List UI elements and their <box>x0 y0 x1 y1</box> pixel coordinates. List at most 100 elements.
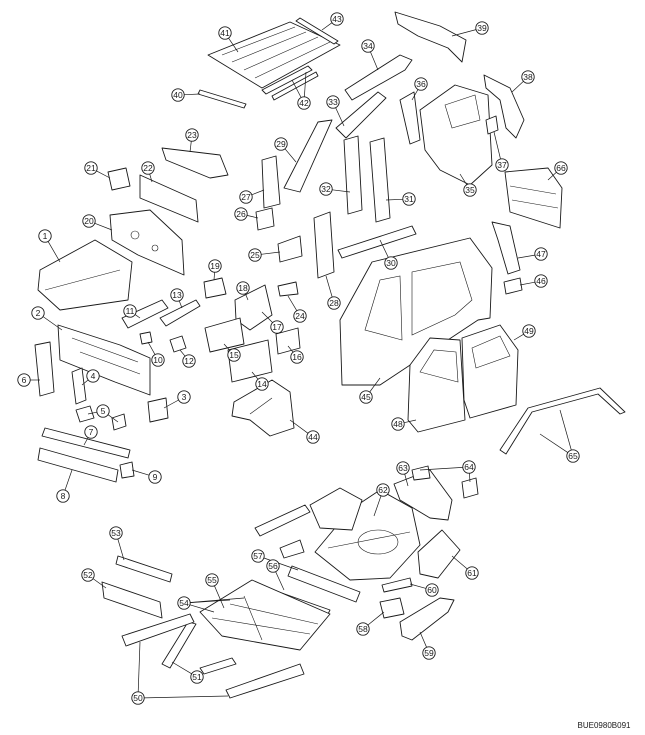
callout-label-32: 32 <box>321 184 331 194</box>
callout-circle-10 <box>151 353 165 367</box>
callout-label-57: 57 <box>253 551 263 561</box>
callout-40: 40 <box>171 88 185 102</box>
leader-line-66 <box>547 171 557 181</box>
part-quarter-bracket <box>503 277 523 295</box>
part-rear-seat-crossmember-bracket <box>279 539 305 559</box>
part-strut-tower <box>234 284 273 331</box>
callout-circle-6 <box>17 373 31 387</box>
callout-64: 64 <box>462 460 476 474</box>
part-front-fender <box>231 379 295 437</box>
part-side-member-bracket <box>275 327 301 355</box>
leader-line-62 <box>373 495 382 517</box>
callout-circle-19 <box>208 259 222 273</box>
callout-label-60: 60 <box>427 585 437 595</box>
leader-line-2 <box>42 316 63 331</box>
callout-label-36: 36 <box>416 79 426 89</box>
part-floor-crossmember-small <box>381 577 413 593</box>
callout-label-38: 38 <box>523 72 533 82</box>
callout-label-7: 7 <box>89 427 94 437</box>
part-center-pillar-outer <box>369 137 391 223</box>
callout-circle-61 <box>465 566 479 580</box>
leader-line-23 <box>189 141 192 153</box>
callout-label-9: 9 <box>153 472 158 482</box>
leader-line-28 <box>325 275 333 298</box>
leader-line-14 <box>251 371 259 380</box>
callout-1: 1 <box>38 229 52 243</box>
callout-label-27: 27 <box>241 192 251 202</box>
callout-label-48: 48 <box>393 419 403 429</box>
part-front-floor-side-member-upper <box>115 555 173 583</box>
callout-circle-63 <box>396 461 410 475</box>
leader-line-24 <box>287 295 298 311</box>
leader-line-17 <box>261 311 273 323</box>
callout-circle-46 <box>534 274 548 288</box>
leader-line-4 <box>81 379 89 386</box>
callout-label-62: 62 <box>378 485 388 495</box>
callout-30: 30 <box>384 256 398 270</box>
callout-circle-17 <box>270 320 284 334</box>
callout-circle-8 <box>56 489 70 503</box>
callout-label-59: 59 <box>424 648 434 658</box>
leader-line-30 <box>379 239 389 258</box>
leader-line-20 <box>94 222 113 231</box>
callout-label-11: 11 <box>126 306 135 316</box>
callout-circle-7 <box>84 425 98 439</box>
part-rear-header <box>394 11 467 63</box>
callout-66: 66 <box>554 161 568 175</box>
callout-circle-56 <box>266 559 280 573</box>
callout-label-29: 29 <box>276 139 286 149</box>
callout-circle-51 <box>190 670 204 684</box>
callout-8: 8 <box>56 489 70 503</box>
part-small-plate <box>277 281 299 297</box>
callout-circle-59 <box>422 646 436 660</box>
callout-circle-24 <box>293 309 307 323</box>
callout-circle-13 <box>170 288 184 302</box>
callout-circle-25 <box>248 248 262 262</box>
part-front-crossmember-lower <box>37 447 119 483</box>
callout-label-45: 45 <box>361 392 371 402</box>
callout-circle-36 <box>414 77 428 91</box>
leader-line-42 <box>291 79 302 98</box>
callout-circle-47 <box>534 247 548 261</box>
callout-label-49: 49 <box>524 326 534 336</box>
part-strut-tower-bracket <box>203 277 227 299</box>
callout-circle-5 <box>96 404 110 418</box>
callout-label-12: 12 <box>184 356 194 366</box>
leader-line-32 <box>332 189 351 193</box>
callout-label-63: 63 <box>398 463 408 473</box>
leader-line-42 <box>304 71 307 97</box>
leader-line-26 <box>246 215 259 219</box>
callout-circle-23 <box>185 128 199 142</box>
callout-7: 7 <box>84 425 98 439</box>
callout-53: 53 <box>109 526 123 540</box>
part-front-crossmember-upper <box>41 427 131 459</box>
callout-label-2: 2 <box>36 308 41 318</box>
part-apron-bracket <box>139 331 153 345</box>
part-front-door <box>407 337 466 433</box>
leader-line-37 <box>493 131 501 160</box>
part-front-floor-side-member-lower <box>101 581 163 619</box>
callout-45: 45 <box>359 390 373 404</box>
callout-35: 35 <box>463 183 477 197</box>
callout-48: 48 <box>391 417 405 431</box>
part-floor-tunnel-reinforcement <box>161 621 197 669</box>
leader-line-7 <box>83 437 89 446</box>
callout-circle-21 <box>84 161 98 175</box>
leader-line-35 <box>459 173 467 185</box>
part-tailgate-panel <box>504 167 563 229</box>
callout-label-39: 39 <box>477 23 487 33</box>
callout-label-17: 17 <box>272 322 282 332</box>
callout-circle-28 <box>327 296 341 310</box>
callout-37: 37 <box>495 158 509 172</box>
leader-line-63 <box>404 473 409 487</box>
callout-63: 63 <box>396 461 410 475</box>
callout-6: 6 <box>17 373 31 387</box>
callout-50: 50 <box>131 691 145 705</box>
leader-line-34 <box>370 51 379 71</box>
callout-label-6: 6 <box>22 375 27 385</box>
part-dash-panel <box>109 209 185 276</box>
callout-54: 54 <box>177 596 191 610</box>
leader-line-43 <box>321 22 333 31</box>
callout-label-1: 1 <box>43 231 48 241</box>
callout-42: 42 <box>297 96 311 110</box>
